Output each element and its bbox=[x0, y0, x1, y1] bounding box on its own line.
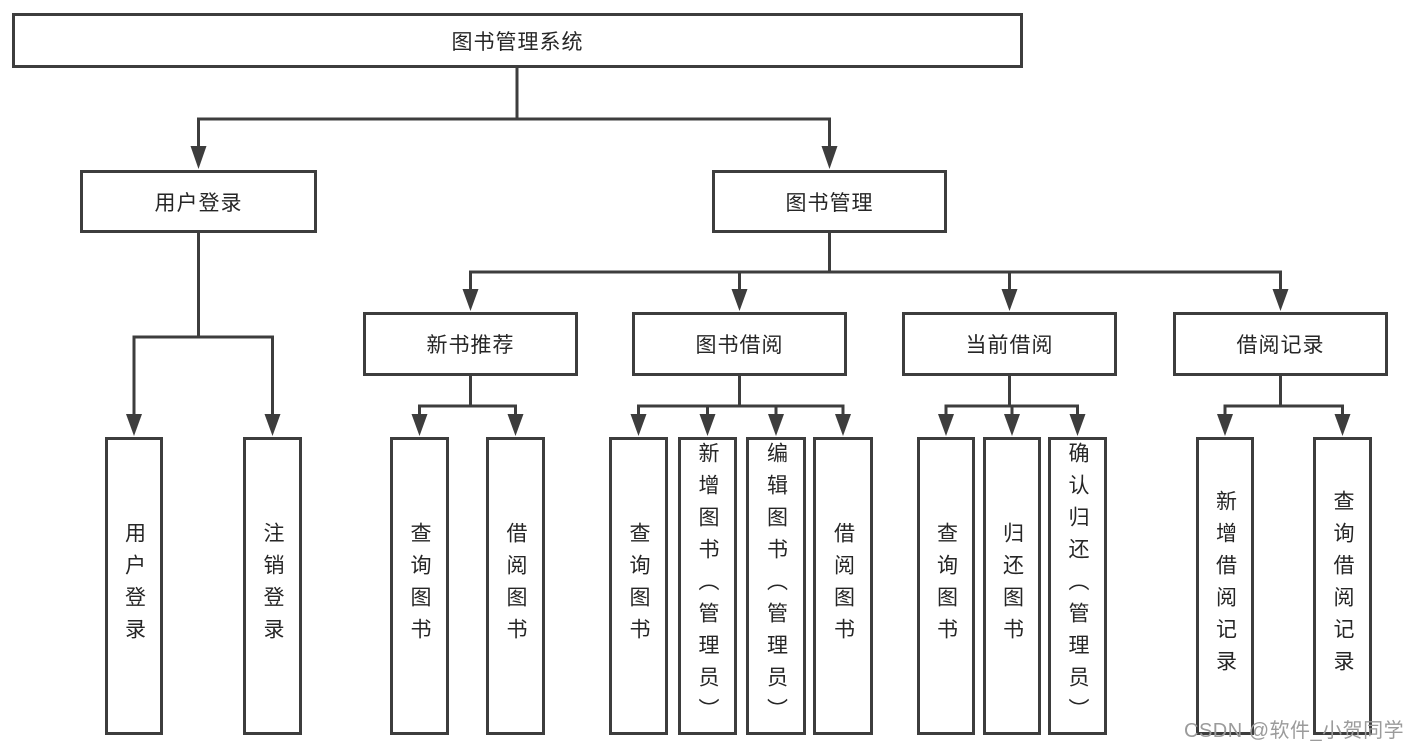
node-book-management: 图书管理 bbox=[712, 170, 947, 233]
leaf-nb-borrow-books-label: 借阅图书 bbox=[504, 522, 527, 650]
leaf-bb-edit-book-admin-label: 编辑图书（管理员） bbox=[764, 442, 788, 730]
leaf-bb-edit-book-admin: 编辑图书（管理员） bbox=[746, 437, 806, 735]
leaf-bb-borrow-books-label: 借阅图书 bbox=[831, 522, 855, 650]
leaf-cb-confirm-return-admin-label: 确认归还（管理员） bbox=[1066, 442, 1089, 730]
arrowheads bbox=[126, 146, 1351, 436]
leaf-br-add-borrow-record-label: 新增借阅记录 bbox=[1213, 490, 1237, 682]
node-current-borrow-label: 当前借阅 bbox=[965, 334, 1054, 357]
leaf-cb-query-books: 查询图书 bbox=[917, 437, 975, 735]
node-book-borrow: 图书借阅 bbox=[632, 312, 847, 376]
node-current-borrow: 当前借阅 bbox=[902, 312, 1117, 376]
leaf-br-add-borrow-record: 新增借阅记录 bbox=[1196, 437, 1254, 735]
node-root: 图书管理系统 bbox=[12, 13, 1023, 68]
leaf-nb-query-books: 查询图书 bbox=[390, 437, 449, 735]
node-new-book-recommend: 新书推荐 bbox=[363, 312, 578, 376]
node-user-login: 用户登录 bbox=[80, 170, 317, 233]
leaf-cb-confirm-return-admin: 确认归还（管理员） bbox=[1048, 437, 1107, 735]
leaf-bb-add-book-admin-label: 新增图书（管理员） bbox=[696, 442, 719, 730]
node-borrow-records: 借阅记录 bbox=[1173, 312, 1388, 376]
leaf-logout: 注销登录 bbox=[243, 437, 302, 735]
leaf-user-login: 用户登录 bbox=[105, 437, 163, 735]
node-root-label: 图书管理系统 bbox=[451, 30, 584, 54]
leaf-user-login-label: 用户登录 bbox=[122, 522, 146, 650]
leaf-nb-query-books-label: 查询图书 bbox=[408, 522, 431, 650]
leaf-br-query-borrow-record: 查询借阅记录 bbox=[1313, 437, 1372, 735]
node-book-management-label: 图书管理 bbox=[785, 191, 874, 215]
leaf-bb-query-books-label: 查询图书 bbox=[627, 522, 650, 650]
node-user-login-label: 用户登录 bbox=[154, 191, 243, 215]
leaf-bb-add-book-admin: 新增图书（管理员） bbox=[678, 437, 737, 735]
leaf-bb-query-books: 查询图书 bbox=[609, 437, 668, 735]
leaf-cb-query-books-label: 查询图书 bbox=[934, 522, 958, 650]
csdn-watermark: CSDN @软件_小贺同学 bbox=[1184, 720, 1405, 742]
leaf-cb-return-books: 归还图书 bbox=[983, 437, 1041, 735]
connector-tree bbox=[132, 66, 1344, 417]
leaf-logout-label: 注销登录 bbox=[261, 522, 284, 650]
leaf-bb-borrow-books: 借阅图书 bbox=[813, 437, 873, 735]
leaf-nb-borrow-books: 借阅图书 bbox=[486, 437, 545, 735]
node-book-borrow-label: 图书借阅 bbox=[695, 334, 784, 357]
leaf-cb-return-books-label: 归还图书 bbox=[1000, 522, 1024, 650]
node-new-book-recommend-label: 新书推荐 bbox=[426, 334, 515, 357]
node-borrow-records-label: 借阅记录 bbox=[1236, 334, 1325, 357]
leaf-br-query-borrow-record-label: 查询借阅记录 bbox=[1331, 490, 1354, 682]
